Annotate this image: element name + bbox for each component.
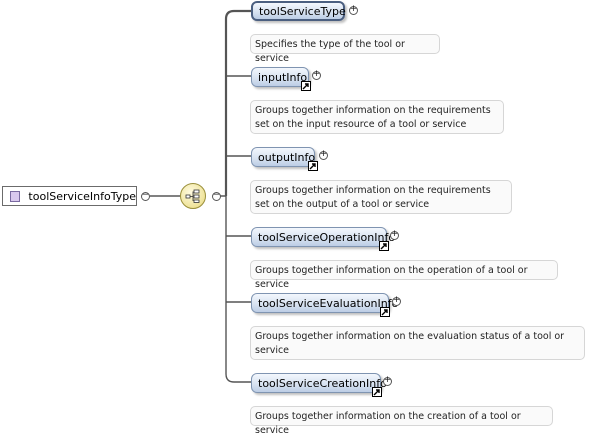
element-label: outputInfo	[258, 150, 316, 164]
expand-toggle-outputInfo[interactable]: +	[319, 149, 328, 160]
sequence-icon	[185, 189, 200, 203]
element-label: toolServiceType	[259, 4, 346, 18]
complex-type-icon	[10, 190, 21, 202]
expand-toggle-toolServiceEvaluationInfo[interactable]: +	[392, 295, 401, 306]
expand-toggle-toolServiceCreationInfo[interactable]: +	[383, 375, 392, 386]
element-toolServiceEvaluationInfo[interactable]: toolServiceEvaluationInfo	[251, 293, 398, 313]
sequence-compositor[interactable]	[180, 183, 206, 209]
doc-toolServiceEvaluationInfo: Groups together information on the evalu…	[250, 326, 585, 360]
reference-arrow-icon	[372, 387, 382, 397]
reference-arrow-icon	[301, 81, 311, 91]
element-label: toolServiceOperationInfo	[258, 230, 396, 244]
element-toolServiceType[interactable]: toolServiceType	[251, 1, 346, 21]
element-toolServiceCreationInfo[interactable]: toolServiceCreationInfo	[251, 373, 387, 393]
reference-arrow-icon	[308, 161, 318, 171]
doc-toolServiceType: Specifies the type of the tool or servic…	[250, 34, 440, 64]
root-complex-type[interactable]: toolServiceInfoType	[2, 186, 137, 206]
element-label: inputInfo	[258, 70, 308, 84]
expand-toggle-toolServiceOperationInfo[interactable]: +	[390, 229, 399, 240]
doc-outputInfo: Groups together information on the requi…	[250, 180, 512, 214]
doc-inputInfo: Groups together information on the requi…	[250, 100, 504, 134]
element-label: toolServiceEvaluationInfo	[258, 296, 399, 310]
reference-arrow-icon	[380, 307, 390, 317]
element-label: toolServiceCreationInfo	[258, 376, 387, 390]
element-toolServiceOperationInfo[interactable]: toolServiceOperationInfo	[251, 227, 395, 247]
expand-toggle-toolServiceType[interactable]: +	[349, 4, 358, 15]
element-outputInfo[interactable]: outputInfo	[251, 147, 315, 167]
compositor-collapse-toggle[interactable]: −	[212, 190, 221, 201]
doc-toolServiceCreationInfo: Groups together information on the creat…	[250, 406, 553, 436]
doc-toolServiceOperationInfo: Groups together information on the opera…	[250, 260, 558, 290]
root-type-label: toolServiceInfoType	[28, 189, 136, 203]
element-inputInfo[interactable]: inputInfo	[251, 67, 309, 87]
expand-toggle-inputInfo[interactable]: +	[312, 69, 321, 80]
root-collapse-toggle[interactable]: −	[141, 190, 150, 201]
reference-arrow-icon	[379, 241, 389, 251]
